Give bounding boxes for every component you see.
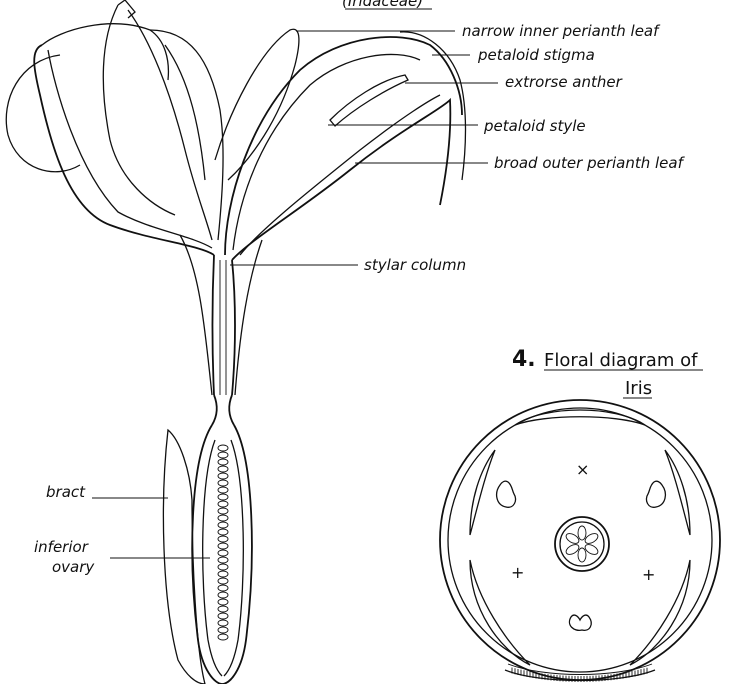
label-inferior-ovary-line1: inferior	[34, 538, 89, 556]
symbol-plus-right: +	[642, 565, 655, 584]
outer-perianth-crescent-right	[630, 560, 690, 665]
ovule	[218, 634, 228, 640]
stamen-right	[646, 481, 665, 507]
ovary-cross-section-inner	[560, 522, 604, 566]
left-inner-leaf-edge	[128, 10, 212, 240]
ovule	[218, 585, 228, 591]
ovule	[218, 515, 228, 521]
left-outer-perianth-leaf	[34, 45, 214, 255]
ovules	[218, 445, 228, 640]
floral-diagram-inner-ring	[448, 408, 712, 672]
floral-diagram: 4. Floral diagram of Iris × + +	[440, 347, 720, 682]
ovule	[218, 564, 228, 570]
header-fragment: (Iridaceae)	[342, 0, 423, 10]
label-petaloid-stigma: petaloid stigma	[477, 46, 595, 64]
ovule	[218, 613, 228, 619]
label-extrorse-anther: extrorse anther	[505, 73, 623, 91]
ovule	[218, 620, 228, 626]
ovule	[218, 550, 228, 556]
annotations: (Iridaceae) narrow inner perianth leaf p…	[34, 0, 686, 576]
ovule	[218, 578, 228, 584]
ovule	[218, 627, 228, 633]
label-broad-outer-perianth-leaf: broad outer perianth leaf	[494, 154, 686, 172]
ovule	[218, 452, 228, 458]
symbol-plus-left: +	[511, 563, 524, 582]
label-narrow-inner-perianth-leaf: narrow inner perianth leaf	[462, 22, 661, 40]
floral-diagram-outer-ring	[440, 400, 720, 680]
locule	[578, 526, 586, 540]
ovule	[218, 606, 228, 612]
ovule	[218, 508, 228, 514]
left-outer-perianth-leaf-inner-edge	[48, 50, 212, 248]
ovule	[218, 529, 228, 535]
floral-diagram-title-line2: Iris	[625, 378, 652, 399]
iris-flower-section-drawing	[6, 0, 465, 684]
inner-perianth-crescent-top	[515, 410, 645, 425]
perianth-tube-right	[235, 240, 262, 395]
label-petaloid-style: petaloid style	[483, 117, 586, 135]
ovule	[218, 487, 228, 493]
ovule	[218, 543, 228, 549]
ovule	[218, 557, 228, 563]
ovule	[218, 466, 228, 472]
symbol-cross-top: ×	[576, 460, 589, 479]
petaloid-stigma-crest	[400, 32, 466, 180]
perianth-tube-left	[180, 235, 212, 395]
neck-right	[229, 395, 234, 425]
right-outer-perianth-leaf-inner	[240, 95, 440, 255]
ovule	[218, 571, 228, 577]
ovule	[218, 445, 228, 451]
left-perianth-lobe	[6, 55, 80, 172]
neck-left	[212, 395, 217, 425]
label-stylar-column: stylar column	[364, 256, 466, 274]
stylar-column-right	[232, 260, 235, 395]
floral-diagram-number: 4.	[512, 347, 536, 372]
ovary-locules	[564, 526, 599, 562]
narrow-inner-perianth-leaf-shape	[215, 29, 299, 180]
right-petaloid-style-inner	[233, 54, 420, 250]
extrorse-anther-shape	[330, 75, 408, 126]
stamen-left	[497, 481, 516, 507]
ovule	[218, 459, 228, 465]
ovule	[218, 501, 228, 507]
stylar-column-left	[213, 255, 215, 395]
stamen-bottom	[569, 615, 591, 630]
label-inferior-ovary-line2: ovary	[52, 558, 95, 576]
floral-diagram-title-line1: Floral diagram of	[544, 350, 698, 371]
left-middle-petal-edge	[165, 45, 205, 180]
ovule	[218, 522, 228, 528]
ovule	[218, 592, 228, 598]
ovule	[218, 599, 228, 605]
right-petaloid-style	[225, 37, 462, 255]
ovule	[218, 480, 228, 486]
right-outer-perianth-leaf	[232, 100, 450, 260]
locule	[578, 548, 586, 562]
ovary-cross-section-outer	[555, 517, 609, 571]
label-bract: bract	[46, 483, 86, 501]
ovule	[218, 536, 228, 542]
left-inner-leaf	[103, 5, 175, 215]
ovule	[218, 473, 228, 479]
ovule	[218, 494, 228, 500]
